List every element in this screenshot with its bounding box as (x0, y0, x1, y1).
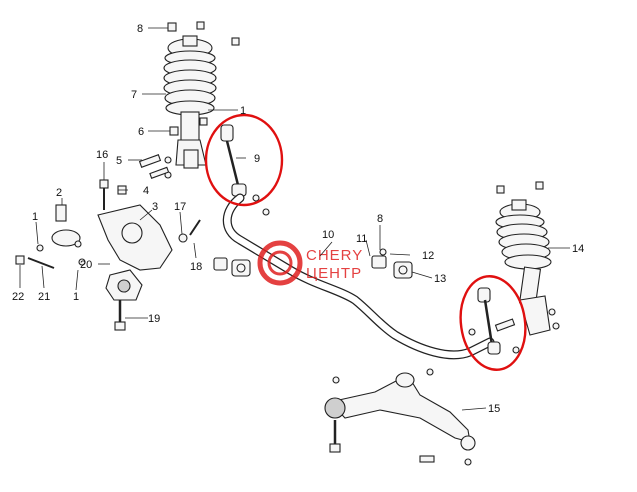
bolt-18 (189, 219, 201, 236)
callout-1-left: 1 (32, 211, 38, 223)
watermark-line2: ЦЕНТР (306, 265, 362, 282)
stabilizer-bushings-right (371, 248, 413, 279)
callout-14: 14 (572, 243, 584, 255)
callout-9: 9 (254, 153, 260, 165)
callout-20: 20 (80, 259, 92, 271)
leader-lines (19, 27, 570, 411)
callout-2: 2 (56, 187, 62, 199)
stabilizer-bushings-left (213, 257, 251, 277)
stabilizer-bar (222, 193, 495, 360)
callout-22: 22 (12, 291, 24, 303)
watermark-logo: CHERY ЦЕНТР (257, 240, 363, 286)
callout-8-mid: 8 (377, 213, 383, 225)
lower-control-arm (324, 368, 476, 466)
callout-1-top: 1 (240, 105, 246, 117)
callout-18: 18 (190, 261, 202, 273)
callout-19: 19 (148, 313, 160, 325)
callout-labels: 8 7 1 6 5 16 4 2 3 17 1 9 10 8 11 12 13 … (12, 23, 584, 415)
right-stabilizer-link (468, 287, 520, 355)
steering-knuckle (97, 204, 173, 301)
right-strut-assembly (495, 181, 560, 336)
left-stabilizer-link (220, 124, 270, 216)
callout-4: 4 (143, 185, 149, 197)
highlight-left-link (204, 113, 284, 207)
callout-10: 10 (322, 229, 334, 241)
left-ball-joint (15, 204, 86, 269)
callout-17: 17 (174, 201, 186, 213)
callout-1-bottom: 1 (73, 291, 79, 303)
callout-13: 13 (434, 273, 446, 285)
bolt-5 (138, 154, 162, 168)
callout-8-top: 8 (137, 23, 143, 35)
left-strut-assembly (149, 21, 240, 179)
callout-3: 3 (152, 201, 158, 213)
bolt-16 (99, 179, 109, 210)
washer-17 (178, 233, 188, 243)
callout-12: 12 (422, 250, 434, 262)
left-coil-spring (163, 59, 217, 116)
callout-21: 21 (38, 291, 50, 303)
right-coil-spring (496, 223, 552, 270)
callout-15: 15 (488, 403, 500, 415)
callout-5: 5 (116, 155, 122, 167)
callout-6: 6 (138, 126, 144, 138)
callout-7: 7 (131, 89, 137, 101)
highlight-right-link (459, 275, 527, 371)
callout-16: 16 (96, 149, 108, 161)
bolt-19 (114, 300, 126, 331)
callout-11: 11 (356, 233, 367, 245)
watermark-line1: CHERY (306, 247, 363, 264)
